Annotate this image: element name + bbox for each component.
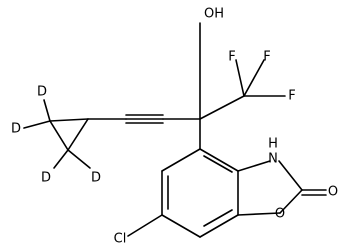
ring-oxygen-label: O: [275, 207, 285, 222]
bond-ring-1: [199, 148, 239, 172]
bond-f1: [235, 59, 245, 97]
chlorine-label: Cl: [114, 232, 127, 247]
carbonyl-oxygen-label: O: [328, 185, 338, 200]
fluorine-label-1: F: [228, 50, 235, 65]
deuterium-label-3: D: [41, 171, 51, 186]
bond-cf3-carbon: [199, 95, 245, 120]
deuterium-label-1: D: [37, 85, 47, 100]
bond-d2: [23, 120, 51, 129]
fluorine-label-2: F: [263, 50, 270, 65]
bond-ring-4: [161, 214, 201, 238]
bond-d3: [53, 149, 69, 169]
nitrogen-hydrogen-label: H: [268, 137, 278, 152]
bond-ring-6: [161, 148, 201, 172]
bond-nh-to-carbonyl: [278, 160, 303, 191]
bond-layer: [23, 22, 327, 238]
atom-label-layer: OH F F F D D D D H N O O Cl: [11, 7, 338, 247]
bond-f2: [243, 59, 265, 97]
bond-fused-to-nh: [237, 160, 271, 172]
bond-cyclopropyl-1: [49, 118, 89, 122]
deuterium-label-2: D: [11, 122, 21, 137]
bond-ring-3: [199, 214, 239, 238]
nitrogen-label: N: [268, 152, 278, 167]
bond-cyclopropyl-3: [67, 118, 89, 151]
fluorine-label-3: F: [288, 89, 295, 104]
bond-oxygen-to-fused: [237, 212, 281, 216]
bond-d1: [43, 99, 51, 122]
deuterium-label-4: D: [91, 171, 101, 186]
bond-ring-double-2: [203, 209, 233, 227]
bond-cyclopropyl-2: [49, 120, 69, 151]
bond-carbonyl-to-oxygen: [279, 189, 303, 214]
bond-d4: [67, 149, 91, 169]
hydroxyl-label: OH: [204, 7, 224, 22]
bond-ring-double-1: [203, 155, 233, 173]
bond-chlorine: [127, 214, 163, 237]
